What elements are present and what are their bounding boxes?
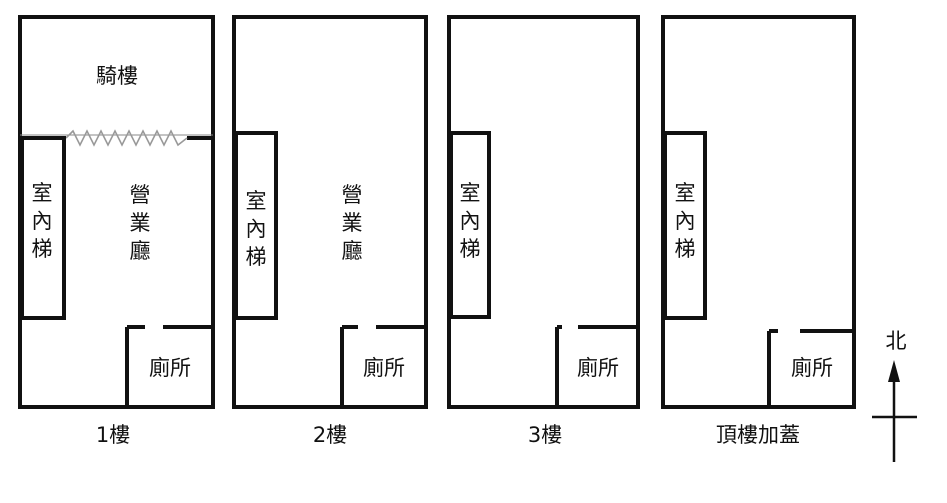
floor-1-caption: 1樓	[96, 423, 130, 447]
floor-1-arcade-label: 騎樓	[96, 64, 138, 88]
north-arrow-icon	[888, 360, 900, 382]
floor-3-stairs-char-2: 內	[460, 209, 481, 233]
floor-1-toilet-label: 廁所	[149, 356, 191, 380]
floor-plan-2: 室 內 梯 營 業 廳 廁所 2樓	[232, 15, 428, 447]
floor-plan-rooftop: 室 內 梯 廁所 頂樓加蓋	[661, 15, 856, 447]
floor-2-hall-char-2: 業	[342, 211, 363, 235]
floor-1-rolling-door	[65, 129, 188, 147]
floor-1-hall-char-3: 廳	[130, 239, 151, 263]
rooftop-toilet-label: 廁所	[791, 356, 833, 380]
floor-plan-1: 騎樓 室 內 梯 營 業 廳 廁所 1樓	[18, 15, 215, 447]
floor-2-hall-char-1: 營	[342, 183, 363, 207]
rooftop-caption: 頂樓加蓋	[716, 423, 800, 447]
floor-2-stairs-box	[234, 131, 278, 320]
floor-3-stairs-box	[449, 131, 491, 319]
floor-3-toilet-label: 廁所	[577, 356, 619, 380]
rooftop-stairs-char-2: 內	[675, 209, 696, 233]
floor-1-stairs-char-1: 室	[32, 181, 53, 205]
north-compass: 北	[872, 329, 917, 462]
floor-2-toilet-label: 廁所	[363, 356, 405, 380]
floor-2-hall-char-3: 廳	[342, 239, 363, 263]
floor-2-stairs-char-2: 內	[246, 217, 267, 241]
floor-3-stairs-char-1: 室	[460, 181, 481, 205]
floor-2-caption: 2樓	[313, 423, 347, 447]
rooftop-stairs-char-3: 梯	[675, 237, 696, 261]
floor-1-hall-char-2: 業	[130, 211, 151, 235]
floor-3-stairs-char-3: 梯	[460, 237, 481, 261]
floor-2-stairs-char-1: 室	[246, 189, 267, 213]
rooftop-stairs-box	[663, 131, 707, 320]
floor-1-stairs-char-2: 內	[32, 209, 53, 233]
floor-1-hall-char-1: 營	[130, 183, 151, 207]
compass-north-label: 北	[886, 329, 907, 353]
floor-3-caption: 3樓	[528, 423, 562, 447]
floor-plan-3: 室 內 梯 廁所 3樓	[447, 15, 640, 447]
floor-1-stairs-box	[20, 136, 66, 320]
rooftop-stairs-char-1: 室	[675, 181, 696, 205]
floor-1-stairs-char-3: 梯	[32, 237, 53, 261]
floor-2-stairs-char-3: 梯	[246, 245, 267, 269]
